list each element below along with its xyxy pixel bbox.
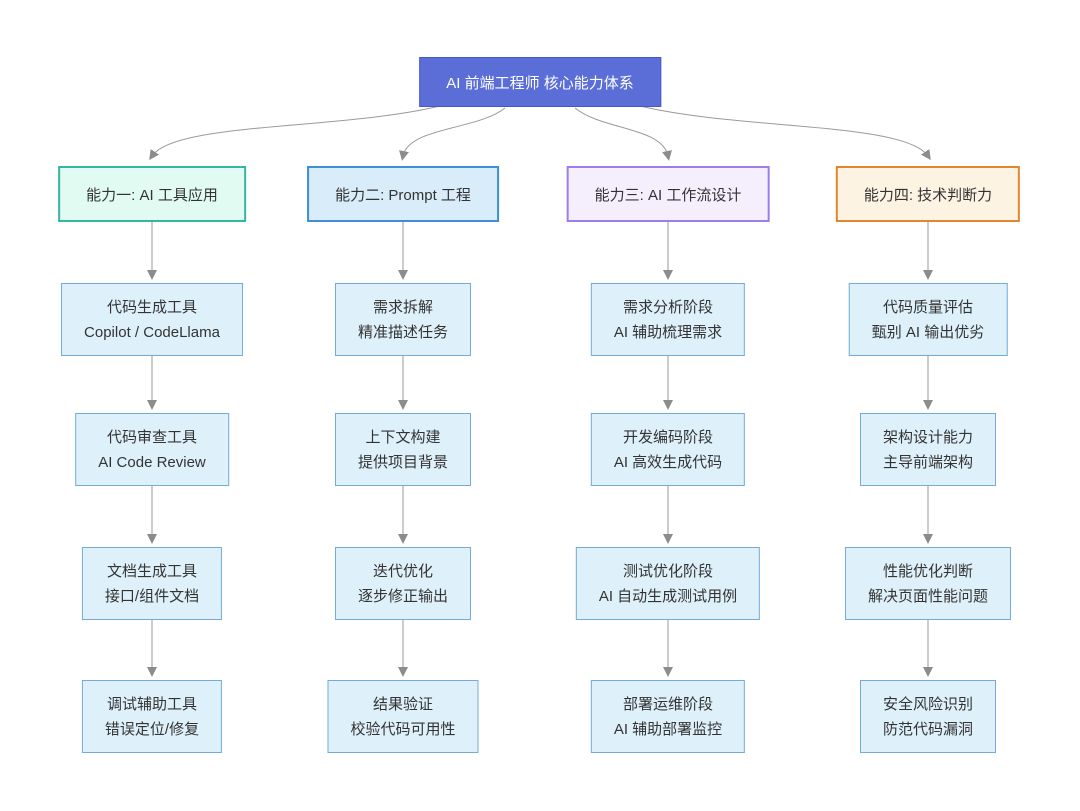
column-header-4-label: 能力四: 技术判断力 xyxy=(863,186,993,204)
node-col1-row4: 调试辅助工具 错误定位/修复 xyxy=(81,680,223,753)
edge-root-to-col3 xyxy=(574,107,672,161)
edge-root-to-col4 xyxy=(639,105,931,161)
node-title: 代码审查工具 xyxy=(106,428,197,446)
column-header-2-label: 能力二: Prompt 工程 xyxy=(335,186,471,204)
node-subtitle: AI 高效生成代码 xyxy=(613,453,723,471)
root-node-label: AI 前端工程师 核心能力体系 xyxy=(446,74,634,92)
node-title: 部署运维阶段 xyxy=(622,695,713,713)
node-col4-row2: 架构设计能力 主导前端架构 xyxy=(859,413,997,486)
node-subtitle: 精准描述任务 xyxy=(357,323,449,341)
node-subtitle: 甄别 AI 输出优劣 xyxy=(871,323,985,341)
node-col2-row3: 迭代优化 逐步修正输出 xyxy=(334,547,472,620)
node-title: 迭代优化 xyxy=(372,562,434,580)
node-col3-row2: 开发编码阶段 AI 高效生成代码 xyxy=(590,413,746,486)
node-title: 调试辅助工具 xyxy=(106,695,198,713)
node-title: 需求分析阶段 xyxy=(622,298,713,316)
node-title: 性能优化判断 xyxy=(882,562,974,580)
node-title: 结果验证 xyxy=(372,695,434,713)
node-subtitle: Copilot / CodeLlama xyxy=(84,323,220,341)
node-subtitle: 防范代码漏洞 xyxy=(882,720,974,738)
node-title: 架构设计能力 xyxy=(882,428,974,446)
node-subtitle: 接口/组件文档 xyxy=(104,587,200,605)
node-col1-row3: 文档生成工具 接口/组件文档 xyxy=(81,547,223,620)
node-col1-row2: 代码审查工具 AI Code Review xyxy=(75,413,229,486)
node-title: 代码质量评估 xyxy=(882,298,974,316)
node-col3-row1: 需求分析阶段 AI 辅助梳理需求 xyxy=(590,283,746,356)
node-col3-row3: 测试优化阶段 AI 自动生成测试用例 xyxy=(575,547,761,620)
node-subtitle: 错误定位/修复 xyxy=(104,720,200,738)
node-col4-row1: 代码质量评估 甄别 AI 输出优劣 xyxy=(848,283,1008,356)
root-node: AI 前端工程师 核心能力体系 xyxy=(419,57,661,107)
node-subtitle: 提供项目背景 xyxy=(357,453,449,471)
column-header-4: 能力四: 技术判断力 xyxy=(835,166,1021,222)
column-header-3: 能力三: AI 工作流设计 xyxy=(566,166,770,222)
node-subtitle: 解决页面性能问题 xyxy=(867,587,989,605)
node-title: 测试优化阶段 xyxy=(622,562,713,580)
node-col2-row4: 结果验证 校验代码可用性 xyxy=(327,680,479,753)
node-subtitle: 主导前端架构 xyxy=(882,453,974,471)
node-col2-row2: 上下文构建 提供项目背景 xyxy=(334,413,472,486)
node-col4-row4: 安全风险识别 防范代码漏洞 xyxy=(859,680,997,753)
node-col2-row1: 需求拆解 精准描述任务 xyxy=(334,283,472,356)
node-subtitle: AI 辅助部署监控 xyxy=(613,720,723,738)
node-title: 安全风险识别 xyxy=(882,695,974,713)
column-header-1: 能力一: AI 工具应用 xyxy=(58,166,246,222)
node-col4-row3: 性能优化判断 解决页面性能问题 xyxy=(844,547,1012,620)
edge-root-to-col2 xyxy=(399,107,506,161)
node-title: 开发编码阶段 xyxy=(622,428,713,446)
node-subtitle: AI 自动生成测试用例 xyxy=(598,587,738,605)
node-title: 代码生成工具 xyxy=(106,298,198,316)
column-header-3-label: 能力三: AI 工作流设计 xyxy=(594,186,742,204)
node-title: 上下文构建 xyxy=(365,428,441,446)
node-subtitle: AI Code Review xyxy=(98,453,206,471)
node-subtitle: 逐步修正输出 xyxy=(357,587,449,605)
node-col1-row1: 代码生成工具 Copilot / CodeLlama xyxy=(61,283,243,356)
node-subtitle: AI 辅助梳理需求 xyxy=(613,323,723,341)
node-subtitle: 校验代码可用性 xyxy=(350,720,456,738)
column-header-2: 能力二: Prompt 工程 xyxy=(307,166,499,222)
node-title: 需求拆解 xyxy=(372,298,434,316)
node-title: 文档生成工具 xyxy=(106,562,198,580)
column-header-1-label: 能力一: AI 工具应用 xyxy=(86,186,218,204)
edge-root-to-col1 xyxy=(149,105,441,161)
node-col3-row4: 部署运维阶段 AI 辅助部署监控 xyxy=(590,680,746,753)
